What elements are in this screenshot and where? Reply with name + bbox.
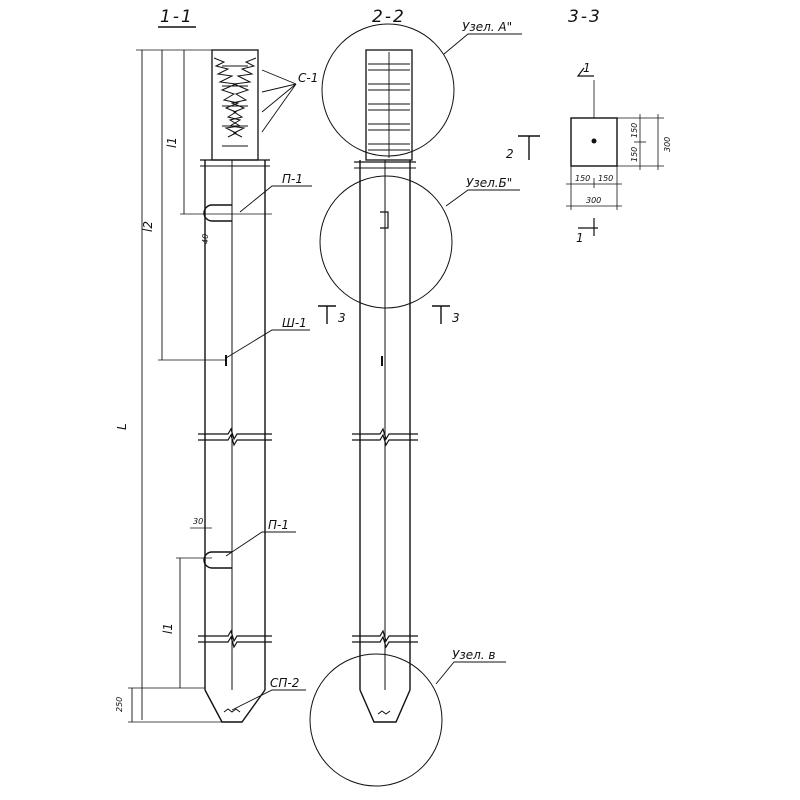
cut-marker-3-right	[432, 305, 450, 324]
cs-dim-150-left: 150	[575, 174, 590, 183]
head-hatching	[213, 57, 257, 147]
lifting-loop-top	[203, 204, 232, 222]
cs-dim-150-lower: 150	[630, 147, 639, 162]
node-circle-v	[309, 653, 443, 787]
cut-marker-1-top	[576, 67, 594, 77]
section-2-2: 2-2 Узе	[309, 7, 522, 787]
front-head-stirrups	[368, 52, 410, 158]
callout-sp2: СП-2	[270, 676, 299, 690]
tip-spiral	[223, 708, 241, 713]
cs-dim-150-top: 150	[630, 123, 639, 138]
front-pile-tip	[359, 689, 411, 723]
section-title-1-1: 1-1	[160, 7, 194, 27]
front-head-block	[365, 49, 413, 161]
cs-dim-300-right: 300	[663, 137, 672, 152]
section-3-3: 3-3 1 1 2 150 150 300 150 150 300	[506, 7, 672, 245]
section-title-2-2: 2-2	[372, 7, 406, 27]
dim-label-l1-top: l1	[165, 137, 179, 148]
cut-marker-1-top-label: 1	[583, 61, 591, 75]
cut-marker-3-left-label: 3	[338, 311, 346, 325]
cut-marker-3-left	[318, 305, 336, 324]
front-loop-mark	[380, 211, 389, 229]
callout-node-a: Узел. А"	[462, 20, 512, 34]
dim-label-250: 250	[115, 697, 124, 712]
section-1-1: 1-1 L	[115, 7, 318, 723]
lifting-loop-bottom	[203, 551, 232, 569]
cs-dim-300-bottom: 300	[586, 196, 601, 205]
dim-label-l2: l2	[141, 221, 155, 232]
break-lines	[198, 427, 272, 649]
cut-marker-2-label: 2	[506, 147, 514, 161]
cross-section-rebar	[591, 138, 597, 144]
dim-label-l1-bottom: l1	[161, 623, 175, 634]
callout-p1-top: П-1	[282, 172, 303, 186]
callout-p1-bottom: П-1	[268, 518, 289, 532]
front-tip-spiral	[377, 710, 391, 715]
cs-dim-150-right: 150	[598, 174, 613, 183]
node-circle-b	[319, 175, 453, 309]
node-leaders	[435, 33, 522, 685]
dim-label-30: 30	[193, 517, 203, 526]
callout-c1: С-1	[298, 71, 318, 85]
dim-label-L: L	[115, 423, 129, 430]
cut-marker-3-right-label: 3	[452, 311, 460, 325]
cut-marker-2	[518, 135, 540, 160]
section-title-3-3: 3-3	[568, 7, 602, 27]
cut-marker-1-bottom	[578, 218, 598, 236]
pile-tip	[204, 689, 266, 723]
front-break-lines	[352, 427, 418, 649]
dim-label-40: 40	[201, 234, 210, 244]
node-circle-a	[321, 23, 455, 157]
callout-node-v: Узел. в	[452, 648, 495, 662]
callout-leaders-1-1	[225, 69, 312, 711]
cut-marker-1-bottom-label: 1	[576, 231, 584, 245]
callout-sh1: Ш-1	[282, 316, 307, 330]
callout-node-b: Узел.Б"	[466, 176, 512, 190]
